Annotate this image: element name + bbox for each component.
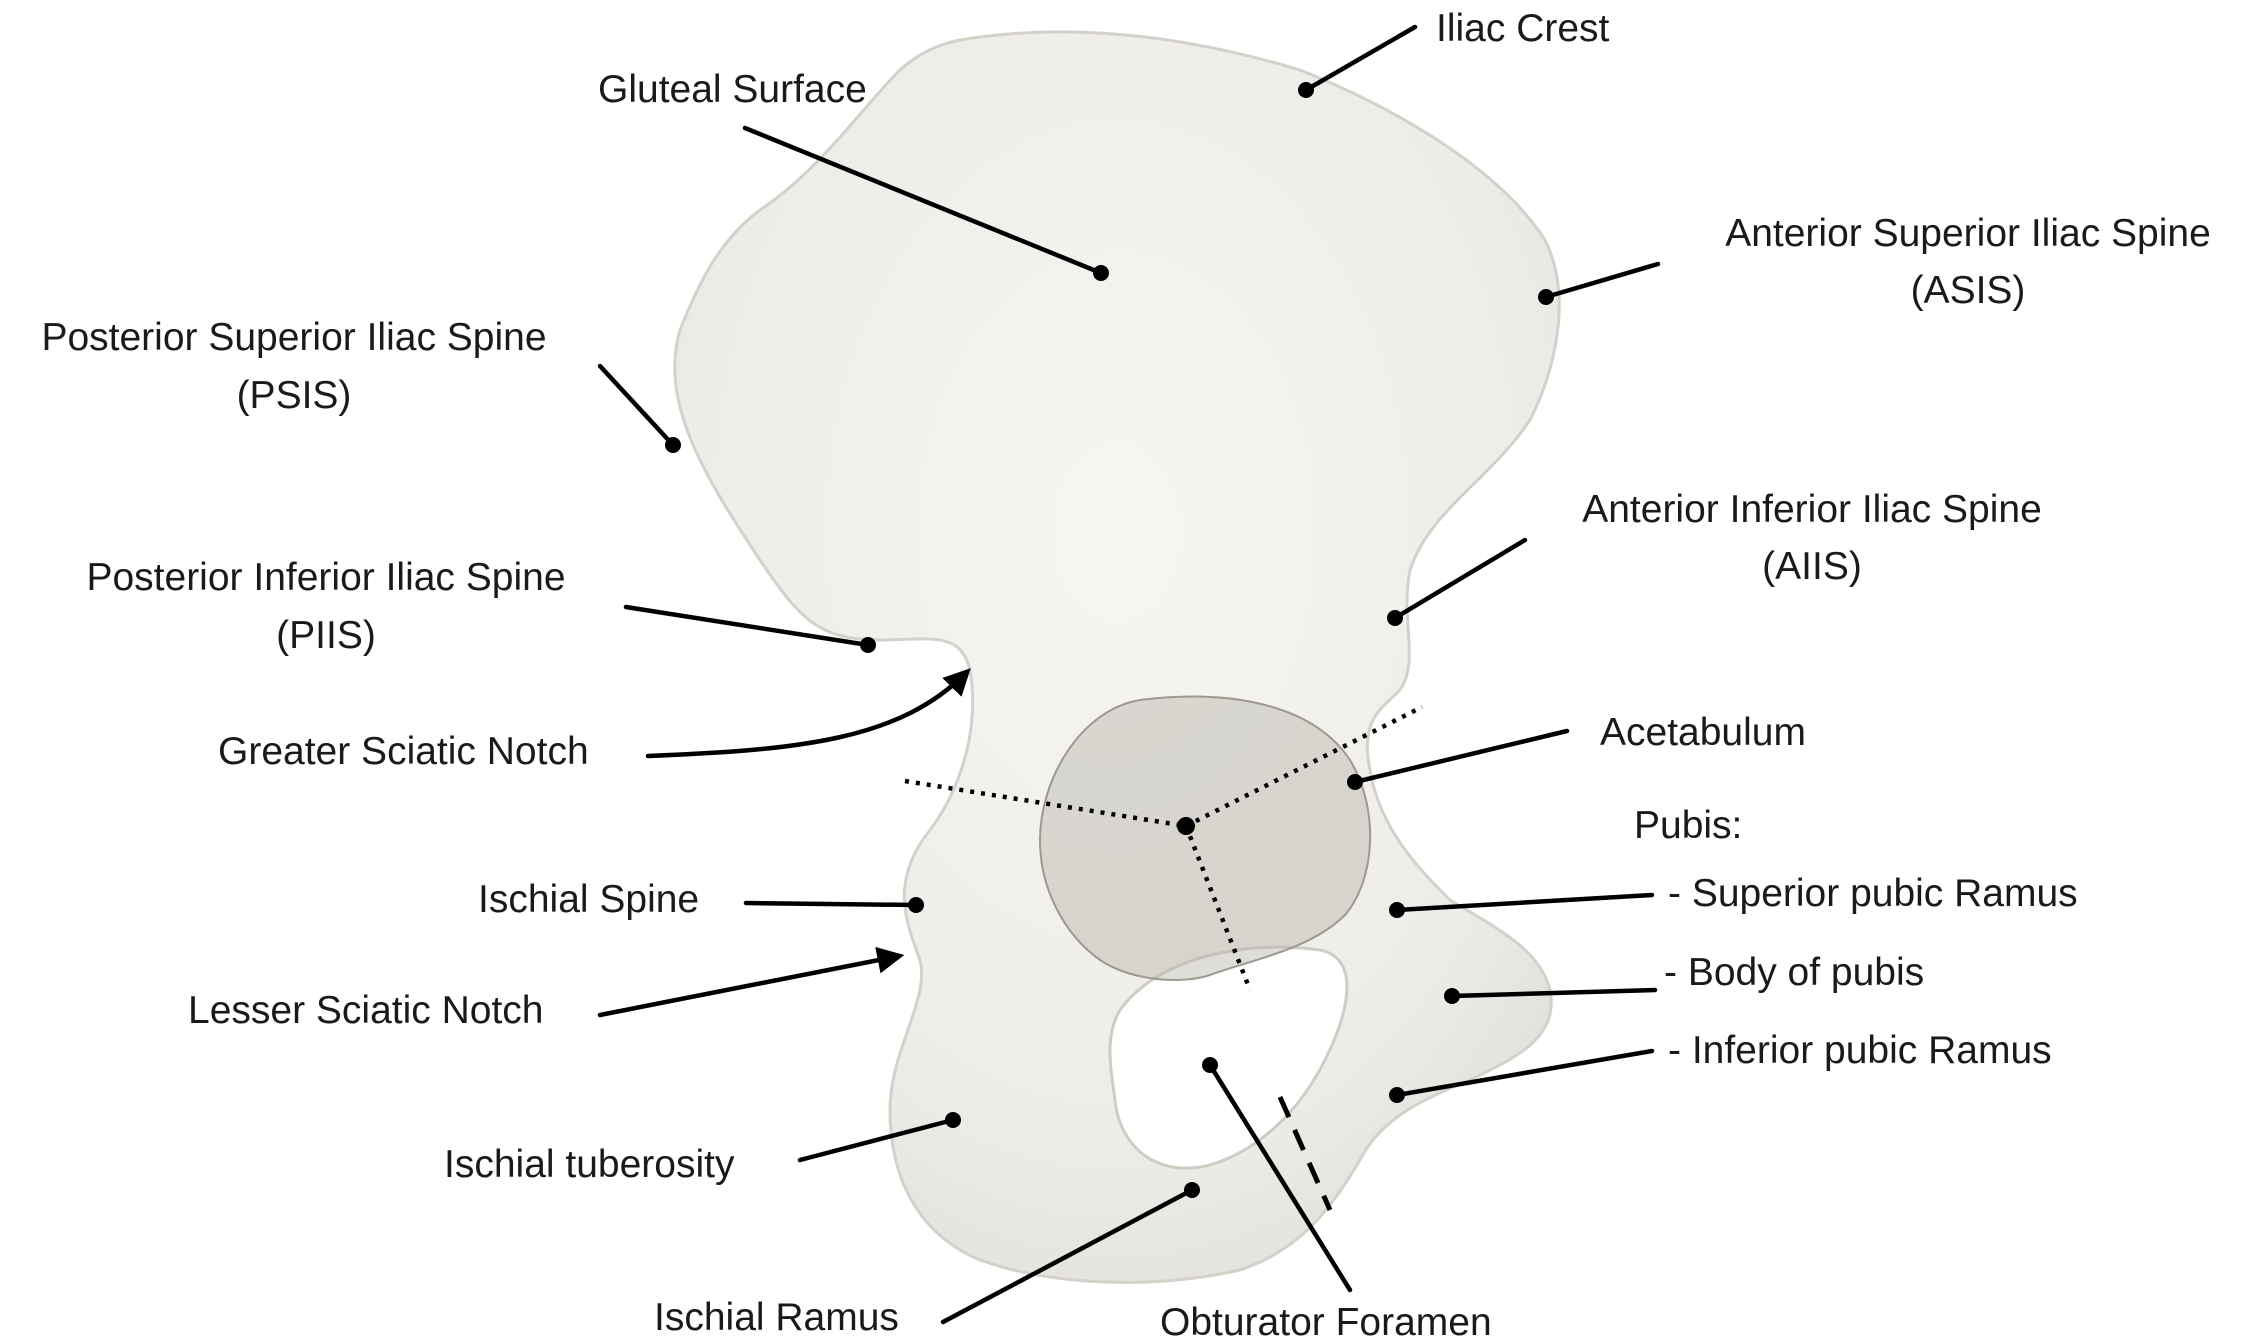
- dot-ischial-tuberosity: [945, 1112, 961, 1128]
- label-aiis-line1: Anterior Inferior Iliac Spine: [1582, 488, 2042, 531]
- label-asis-line2: (ASIS): [1911, 269, 2026, 312]
- label-gluteal-surface: Gluteal Surface: [598, 68, 867, 111]
- dot-acetabulum: [1347, 774, 1363, 790]
- label-obturator-foramen: Obturator Foramen: [1160, 1301, 1492, 1342]
- label-ischial-tuberosity: Ischial tuberosity: [444, 1143, 735, 1186]
- dot-piis: [860, 637, 876, 653]
- label-inferior-pubic-ramus: - Inferior pubic Ramus: [1668, 1029, 2052, 1072]
- dot-asis: [1538, 289, 1554, 305]
- label-aiis-line2: (AIIS): [1762, 545, 1862, 588]
- label-ischial-spine: Ischial Spine: [478, 878, 699, 921]
- label-superior-pubic-ramus: - Superior pubic Ramus: [1668, 872, 2078, 915]
- dot-ischial-spine: [908, 897, 924, 913]
- leader-greater-sciatic-notch: [648, 672, 967, 756]
- dot-superior-pubic-ramus: [1389, 902, 1405, 918]
- dot-ischial-ramus: [1184, 1182, 1200, 1198]
- label-psis-line2: (PSIS): [237, 374, 352, 417]
- leader-iliac-crest: [1306, 27, 1415, 90]
- dot-obturator-foramen: [1202, 1057, 1218, 1073]
- label-lesser-sciatic-notch: Lesser Sciatic Notch: [188, 989, 543, 1032]
- dot-body-of-pubis: [1444, 988, 1460, 1004]
- dot-acetabulum-center: [1177, 817, 1195, 835]
- dot-iliac-crest: [1298, 82, 1314, 98]
- label-greater-sciatic-notch: Greater Sciatic Notch: [218, 730, 589, 773]
- leader-acetabulum: [1355, 731, 1567, 782]
- label-pubis-header: Pubis:: [1634, 804, 1742, 847]
- leader-asis: [1546, 264, 1658, 297]
- leader-lesser-sciatic-notch: [600, 956, 899, 1015]
- label-psis-line1: Posterior Superior Iliac Spine: [41, 316, 546, 359]
- label-acetabulum: Acetabulum: [1600, 711, 1806, 754]
- dot-gluteal-surface: [1093, 265, 1109, 281]
- label-body-of-pubis: - Body of pubis: [1664, 951, 1924, 994]
- label-iliac-crest: Iliac Crest: [1436, 7, 1610, 50]
- leader-psis: [600, 366, 673, 445]
- dot-inferior-pubic-ramus: [1389, 1087, 1405, 1103]
- label-piis-line1: Posterior Inferior Iliac Spine: [86, 556, 565, 599]
- label-asis-line1: Anterior Superior Iliac Spine: [1725, 212, 2211, 255]
- dot-aiis: [1387, 610, 1403, 626]
- dot-psis: [665, 437, 681, 453]
- label-piis-line2: (PIIS): [276, 614, 376, 657]
- label-ischial-ramus: Ischial Ramus: [654, 1296, 899, 1339]
- leader-ischial-spine: [746, 903, 916, 905]
